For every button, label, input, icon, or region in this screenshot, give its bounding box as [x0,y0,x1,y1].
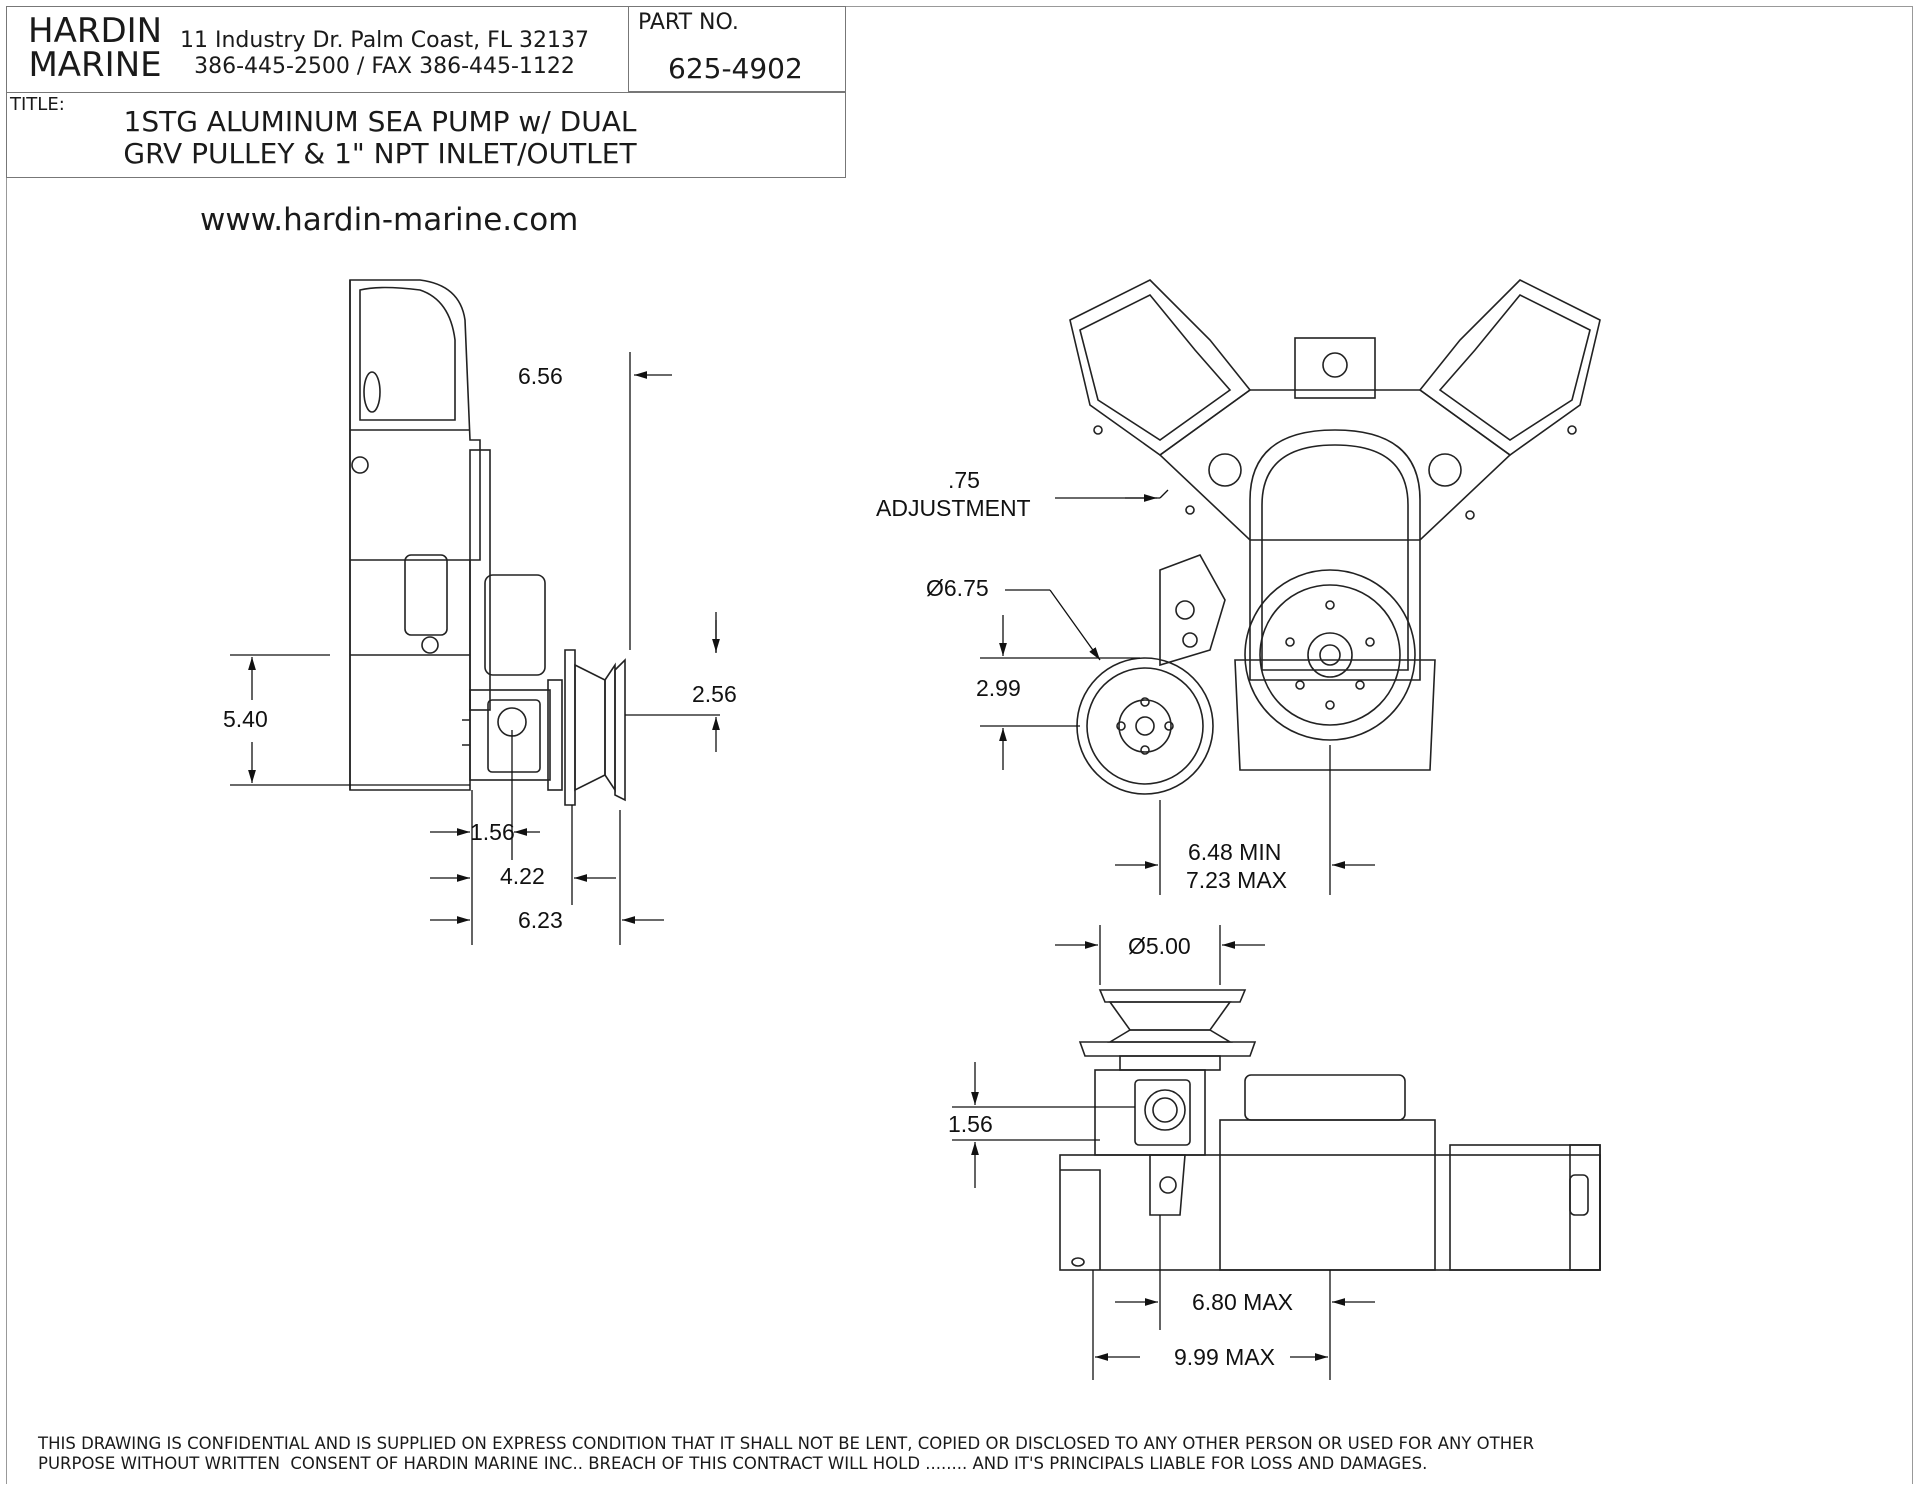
front-crank-pulley [1244,569,1416,741]
sheet-border-right [1912,6,1913,1484]
confidentiality-notice: THIS DRAWING IS CONFIDENTIAL AND IS SUPP… [38,1434,1534,1474]
company-name-line1: HARDIN [28,11,163,51]
dim-side-1-56: 1.56 [470,819,515,845]
drawing-title-line2: GRV PULLEY & 1" NPT INLET/OUTLET [123,137,637,170]
sheet-border-left [6,178,7,1484]
side-crank-pulley [484,574,546,676]
part-no-value: 625-4902 [668,52,803,85]
dim-front-pulley-diameter: Ø6.75 [926,575,989,601]
front-thermostat-housing [1294,337,1376,399]
top-view-dimensions [952,925,1375,1380]
top-crank-pulley [1244,1074,1406,1121]
title-label: TITLE: [10,94,65,115]
top-pulley-rim-b [1078,1041,1257,1057]
dim-front-adjustment-value: .75 [948,467,980,493]
dim-side-5-40: 5.40 [223,706,268,732]
side-pump-body [469,689,551,781]
top-engine-outline [1059,1154,1601,1271]
dim-front-max: 7.23 MAX [1186,867,1287,893]
top-pulley-rim-a [1098,989,1247,1003]
part-no-cell [628,6,846,92]
footer-line1: THIS DRAWING IS CONFIDENTIAL AND IS SUPP… [38,1434,1535,1453]
top-bracket [1149,1154,1186,1216]
part-no-label: PART NO. [638,10,739,35]
website-url: www.hardin-marine.com [200,202,579,238]
front-block-v [1158,389,1512,541]
title-divider [6,92,846,93]
dim-top-9-99-max: 9.99 MAX [1174,1344,1275,1370]
top-inlet-port [1144,1089,1186,1131]
dim-top-6-80-max: 6.80 MAX [1192,1289,1293,1315]
top-pump-body [1094,1069,1206,1156]
side-pulley-flange-b [614,658,626,802]
engine-side-outline [349,279,481,791]
side-pulley-flange-a [564,649,576,806]
dim-front-2-99: 2.99 [976,675,1021,701]
address-line2: 386-445-2500 / FAX 386-445-1122 [194,54,575,79]
front-sea-pump-pulley [1076,657,1214,795]
company-name: HARDIN MARINE [28,14,162,82]
drawing-title-line1: 1STG ALUMINUM SEA PUMP w/ DUAL [123,105,637,138]
company-name-line2: MARINE [28,45,162,85]
front-oil-pan [1234,659,1436,771]
front-view [1069,279,1601,795]
valve-cover-side [359,286,456,421]
sheet-border-top [846,6,1912,7]
dim-side-2-56: 2.56 [692,681,737,707]
front-timing-cover [1249,429,1421,681]
front-view-dimensions [980,489,1375,895]
front-pump-bracket [1159,554,1226,667]
top-view [1059,989,1601,1271]
side-view [349,279,626,806]
side-view-port [363,371,381,413]
side-view-dimensions [230,352,720,945]
dim-front-min: 6.48 MIN [1188,839,1281,865]
dim-side-6-56: 6.56 [518,363,563,389]
dim-side-6-23: 6.23 [518,907,563,933]
drawing-title: 1STG ALUMINUM SEA PUMP w/ DUAL GRV PULLE… [100,106,660,170]
dim-side-4-22: 4.22 [500,863,545,889]
address-line1: 11 Industry Dr. Palm Coast, FL 32137 [180,28,589,53]
dim-front-adjustment-label: ADJUSTMENT [876,495,1031,521]
side-view-bracket [404,554,448,636]
dim-top-pulley-diameter: Ø5.00 [1128,933,1191,959]
company-address: 11 Industry Dr. Palm Coast, FL 32137 386… [180,28,589,80]
footer-line2: PURPOSE WITHOUT WRITTEN CONSENT OF HARDI… [38,1454,1428,1473]
dim-top-1-56: 1.56 [948,1111,993,1137]
